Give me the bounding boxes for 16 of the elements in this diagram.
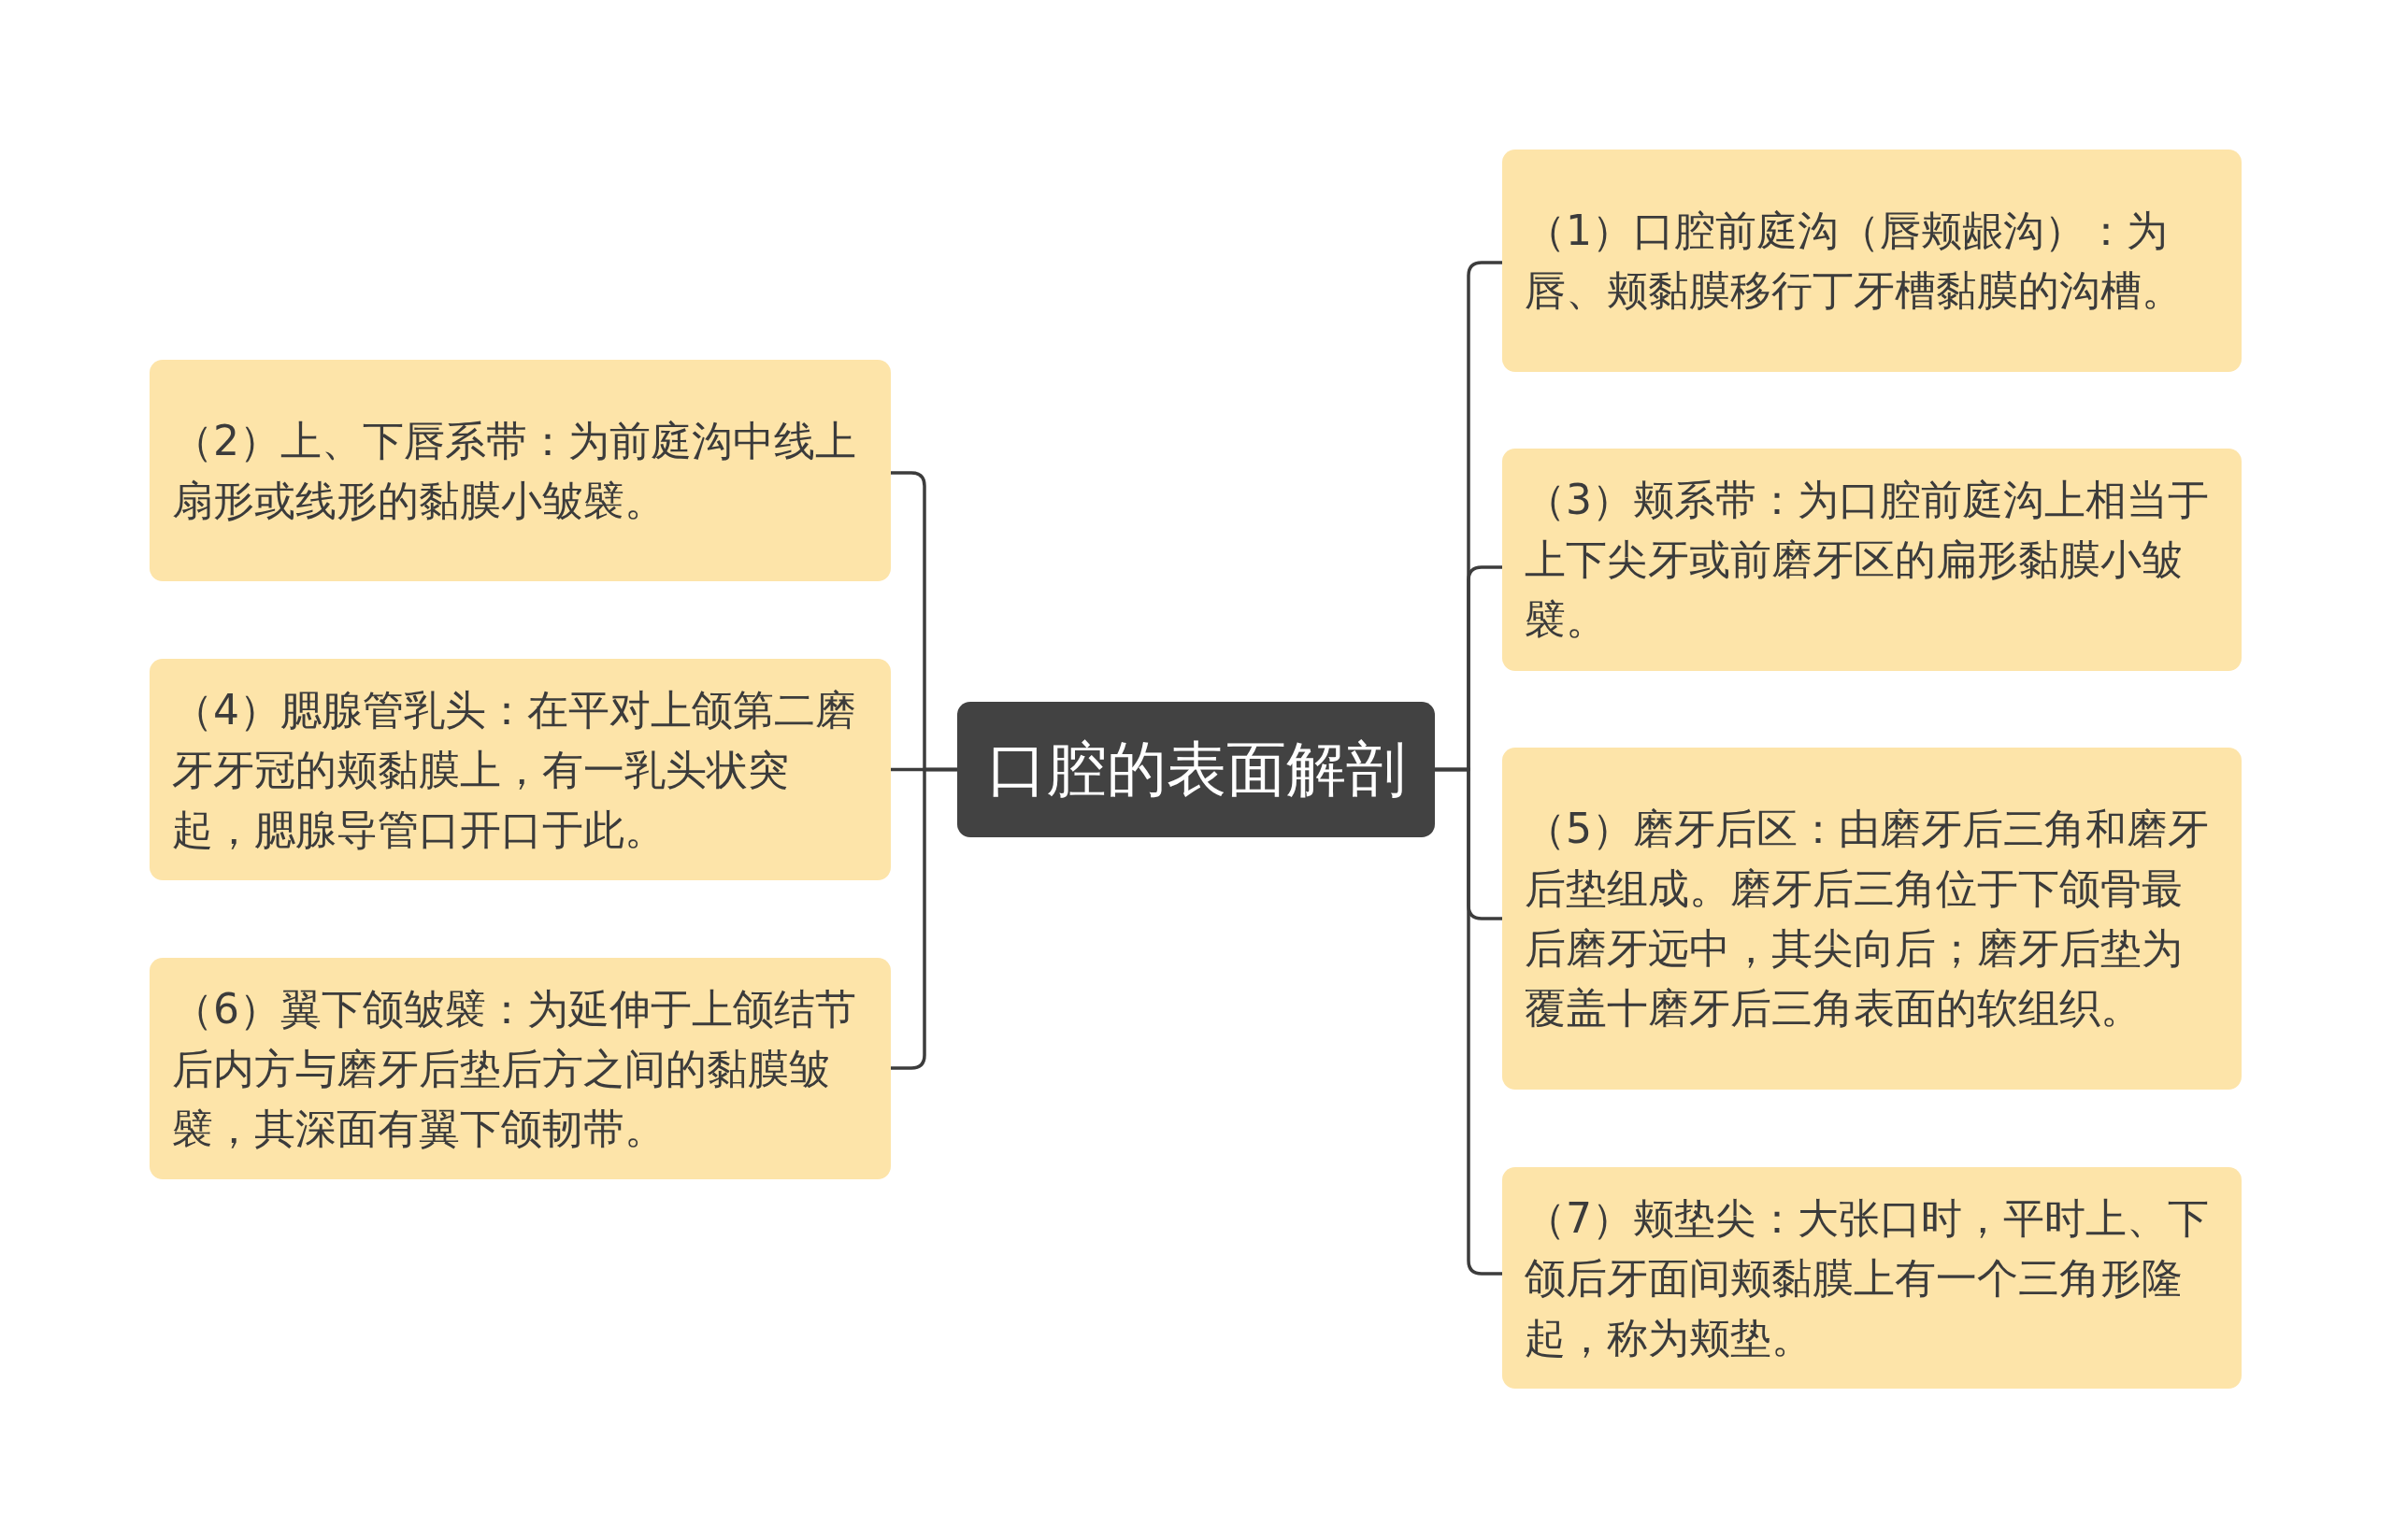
central-topic-box xyxy=(957,702,1435,837)
topic-text: （1）口腔前庭沟（唇颊龈沟）：为唇、颊黏膜移行丁牙槽黏膜的沟槽。 xyxy=(1525,206,2184,316)
central-topic-text: 口腔的表面解剖 xyxy=(986,734,1406,806)
topic-box xyxy=(1502,748,2242,1090)
topic-box xyxy=(1502,449,2242,671)
topic-box xyxy=(1502,1167,2242,1389)
topic-text: （2）上、下唇系带：为前庭沟中线上扇形或线形的黏膜小皱襞。 xyxy=(172,415,857,526)
topic-box xyxy=(150,958,891,1179)
topic-box xyxy=(150,360,891,581)
topic-text: （5）磨牙后区：由磨牙后三角和磨牙后垫组成。磨牙后三角位于下颌骨最后磨牙远中，其尖向后；磨牙后垫为覆盖十磨牙后三角表面的软组织。 xyxy=(1525,804,2210,1034)
topic-text: （4）腮腺管乳头：在平对上颌第二磨牙牙冠的颊黏膜上，有一乳头状突起，腮腺导管口开口于此。 xyxy=(172,684,857,855)
topic-text: （3）颊系带：为口腔前庭沟上相当于上下尖牙或前磨牙区的扁形黏膜小皱襞。 xyxy=(1525,475,2210,645)
topic-text: （7）颊垫尖：大张口时，平时上、下颌后牙面间颊黏膜上有一个三角形隆起，称为颊垫。 xyxy=(1525,1192,2210,1363)
topic-box xyxy=(1502,150,2242,372)
topic-text: （6）翼下颌皱襞：为延伸于上颌结节后内方与磨牙后垫后方之间的黏膜皱襞，其深面有翼下颌韧带。 xyxy=(172,983,857,1154)
topic-box xyxy=(150,659,891,880)
